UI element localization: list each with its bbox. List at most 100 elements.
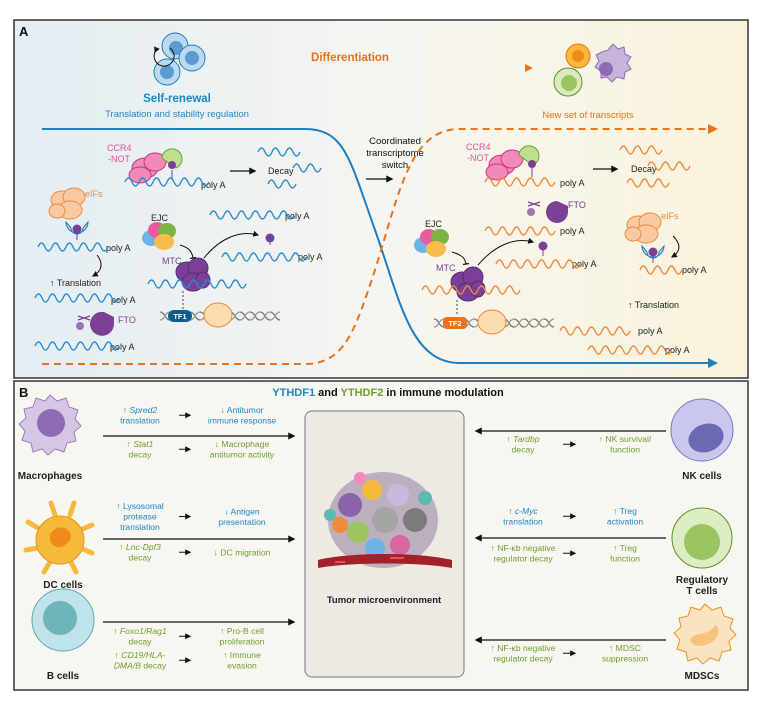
annotation-text: ↓ Macrophage	[215, 439, 270, 449]
poly-a-label: poly A	[665, 345, 690, 355]
poly-a-label: poly A	[285, 211, 310, 221]
mrna-wave	[292, 163, 322, 173]
cause-line: translation	[120, 522, 160, 532]
decay-label-right: Decay	[631, 164, 657, 174]
mdsc-cell-icon	[673, 603, 737, 665]
b-cells-label: B cells	[47, 671, 80, 682]
cause-line: ↑ Lysosomal	[116, 501, 164, 511]
annotation-text: ↑ NF-κb negative	[491, 543, 556, 553]
annotation-text: decay	[129, 637, 153, 647]
fto-eraser-right-icon	[527, 201, 568, 223]
panel-a: A Self-renewal Translation and stability…	[13, 19, 749, 379]
cause-line: decay	[129, 553, 153, 563]
effect-line: antitumor activity	[210, 450, 275, 460]
self-renewal-transcript-curve	[42, 128, 718, 368]
effect-line: suppression	[602, 654, 649, 664]
methylation-arrow-right	[477, 237, 535, 266]
tf2-label: TF2	[448, 319, 461, 328]
regulatory-t-cells-label-2: T cells	[686, 586, 718, 597]
annotation-text: proliferation	[220, 637, 265, 647]
gene-name: Stat1	[133, 439, 153, 449]
macrophages-label: Macrophages	[18, 471, 83, 482]
annotation-text: decay	[129, 553, 153, 563]
annotation-text: regulator decay	[493, 654, 553, 664]
ccr4-not-label-right-2: -NOT	[467, 153, 489, 163]
tf2-badge	[443, 317, 467, 329]
cause-line: translation	[120, 416, 160, 426]
mtc-complex-right-icon	[450, 266, 486, 302]
differentiation-label: Differentiation	[311, 52, 389, 64]
effect-line: activation	[607, 517, 644, 527]
cause-line: ↑ Tardbp	[506, 434, 539, 444]
annotation-text: ↑	[506, 434, 513, 444]
title-rest: in immune modulation	[383, 387, 504, 399]
eifs-label-left: eIFs	[85, 189, 103, 199]
ythdf2-title: YTHDF2	[341, 387, 384, 399]
self-renewal-title: Self-renewal	[143, 93, 211, 105]
nk-cells-label: NK cells	[682, 471, 722, 482]
rna-pol-right-icon	[477, 309, 507, 335]
cause-line: ↑ Stat1	[127, 439, 154, 449]
annotation-text: ↑ NK survival/	[599, 434, 652, 444]
switch-label-2: transcriptome	[366, 148, 424, 159]
tf1-badge	[168, 310, 192, 322]
annotation-text: translation	[503, 517, 543, 527]
fto-label-right: FTO	[568, 200, 586, 210]
poly-a-label: poly A	[572, 259, 597, 269]
ejc-complex-left-icon	[142, 222, 176, 250]
annotation-text: decay	[512, 445, 536, 455]
gene-name: Tardbp	[513, 434, 540, 444]
switch-label-3: switch	[382, 160, 408, 171]
cause-line: ↑ NF-κb negative	[491, 543, 556, 553]
fto-label-left: FTO	[118, 315, 136, 325]
translation-arrow-right	[670, 235, 680, 258]
poly-a-label: poly A	[106, 243, 131, 253]
differentiation-arrowhead	[525, 64, 533, 72]
mrna-wave	[124, 177, 210, 187]
mrna-wave	[257, 147, 301, 157]
mtc-label-right: MTC	[436, 263, 456, 273]
annotation-text: ↑	[115, 650, 122, 660]
mrna-wave	[209, 210, 295, 220]
mrna-wave	[619, 145, 663, 155]
poly-a-label: poly A	[560, 178, 585, 188]
annotation-text: ↑	[113, 626, 120, 636]
effect-line: function	[610, 554, 640, 564]
effect-line: ↑ MDSC	[609, 643, 641, 653]
mrna-wave	[484, 177, 556, 187]
annotation-text: function	[610, 554, 640, 564]
poly-a-label: poly A	[682, 265, 707, 275]
cause-line: translation	[503, 517, 543, 527]
new-transcripts-label: New set of transcripts	[542, 110, 634, 121]
annotation-text: regulator decay	[493, 554, 553, 564]
cause-line: ↑ Foxo1/Rag1	[113, 626, 167, 636]
mrna-wave	[267, 179, 297, 189]
annotation-text: ↑	[127, 439, 134, 449]
mrna-wave	[484, 226, 556, 236]
gene-name: DMA/B	[114, 661, 141, 671]
effect-line: evasion	[227, 661, 257, 671]
poly-a-label: poly A	[201, 180, 226, 190]
cause-line: ↑ c-Myc	[508, 506, 538, 516]
effect-line: ↑ Pro-B cell	[220, 626, 264, 636]
ccr4-not-complex-left-icon	[128, 148, 183, 184]
panel-b-title: YTHDF1 and YTHDF2 in immune modulation	[272, 387, 504, 399]
poly-a-label: poly A	[638, 326, 663, 336]
switch-label-1: Coordinated	[369, 136, 421, 147]
annotation-text: protease	[123, 512, 157, 522]
effect-line: ↓ DC migration	[214, 547, 271, 557]
ejc-label-right: EJC	[425, 219, 443, 229]
gene-name: c-Myc	[515, 506, 539, 516]
rna-pol-left-icon	[203, 302, 233, 328]
translation-label-left: ↑ Translation	[50, 278, 101, 288]
ccr4-not-complex-right-icon	[485, 145, 540, 181]
